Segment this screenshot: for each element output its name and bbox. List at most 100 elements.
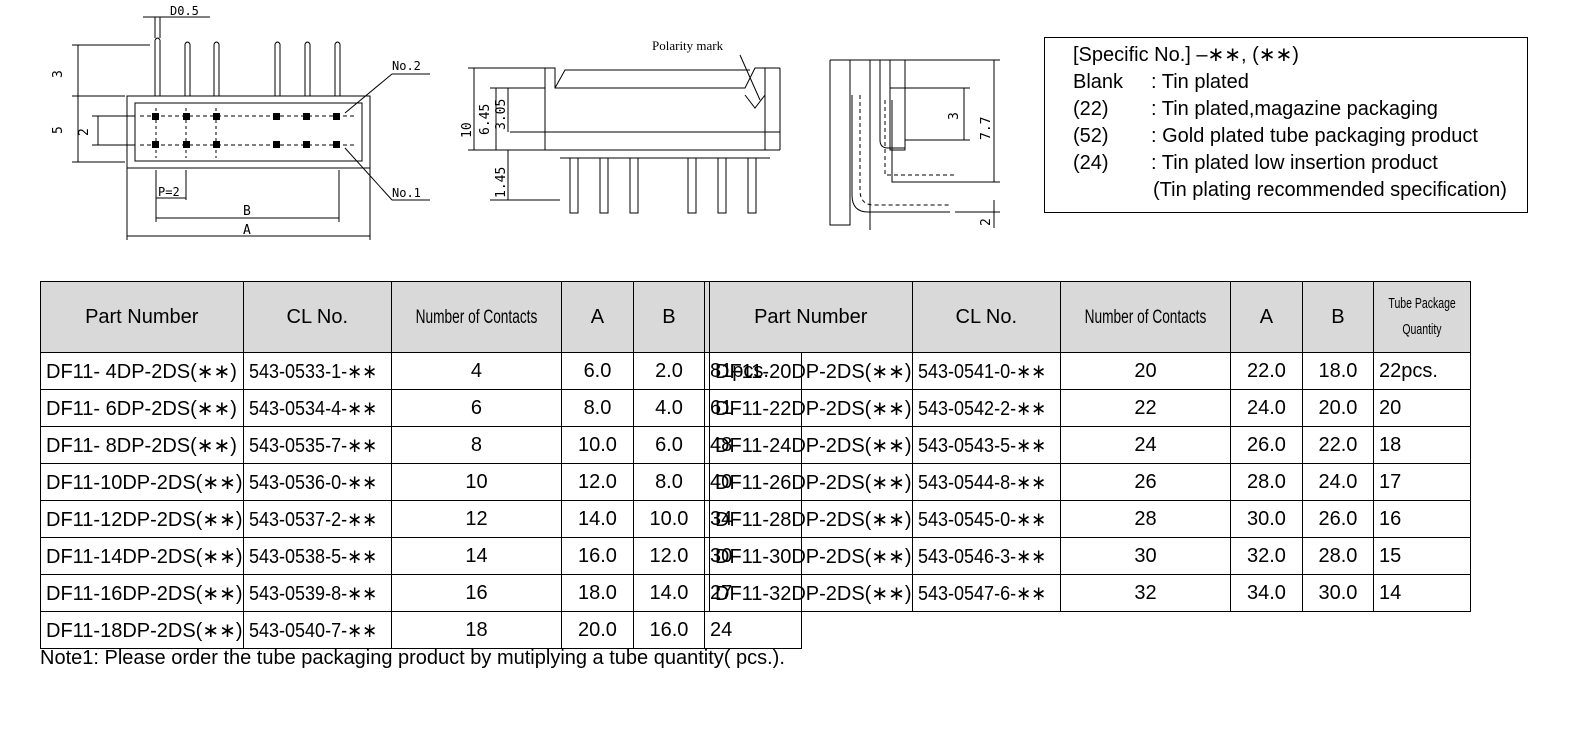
dim-645: 6.45 bbox=[478, 104, 493, 135]
front-view: D0.5 3 5 2 No.2 No.1 P=2 B A bbox=[51, 4, 430, 240]
table-cell: 18 bbox=[1372, 426, 1472, 464]
label-no1: No.1 bbox=[392, 186, 421, 200]
label-polarity: Polarity mark bbox=[652, 38, 724, 53]
table-cell: 543-0546-3-∗∗ bbox=[911, 537, 1062, 575]
col-cl-no: CL No. bbox=[242, 281, 393, 353]
table-cell: DF11-24DP-2DS(∗∗) bbox=[709, 426, 913, 464]
dim-3: 3 bbox=[947, 112, 962, 120]
table-cell: 8.0 bbox=[632, 463, 705, 501]
table-cell: DF11-32DP-2DS(∗∗) bbox=[709, 574, 913, 612]
table-cell: 543-0533-1-∗∗ bbox=[242, 352, 393, 390]
table-cell: 16 bbox=[391, 574, 562, 612]
parts-table-left: Part Number CL No. Number of Contacts A … bbox=[40, 281, 803, 649]
table-cell: 24.0 bbox=[1301, 463, 1374, 501]
spec-row: (52): Gold plated tube packaging product bbox=[1073, 125, 1478, 147]
table-header-row: Part Number CL No. Number of Contacts A … bbox=[709, 281, 1472, 353]
table-cell: DF11-22DP-2DS(∗∗) bbox=[709, 389, 913, 427]
table-cell: 15 bbox=[1372, 537, 1472, 575]
table-cell: 543-0541-0-∗∗ bbox=[911, 352, 1062, 390]
table-cell: DF11-18DP-2DS(∗∗) bbox=[40, 611, 244, 649]
table-cell: 20.0 bbox=[560, 611, 634, 649]
table-cell: 543-0547-6-∗∗ bbox=[911, 574, 1062, 612]
table-cell: DF11-14DP-2DS(∗∗) bbox=[40, 537, 244, 575]
spec-row: Blank: Tin plated bbox=[1073, 71, 1249, 93]
table-cell: 6 bbox=[391, 389, 562, 427]
table-cell: 18.0 bbox=[1301, 352, 1374, 390]
table-cell: 12.0 bbox=[560, 463, 634, 501]
table-cell: 543-0538-5-∗∗ bbox=[242, 537, 393, 575]
table-cell: 10 bbox=[391, 463, 562, 501]
right-view: 3 7.7 2 bbox=[829, 59, 1000, 230]
label-no2: No.2 bbox=[392, 59, 421, 73]
table-cell: 14.0 bbox=[560, 500, 634, 538]
table-cell: 4.0 bbox=[632, 389, 705, 427]
table-cell: DF11- 8DP-2DS(∗∗) bbox=[40, 426, 244, 464]
dim-pitch: P=2 bbox=[158, 185, 180, 199]
dim-10: 10 bbox=[460, 122, 475, 138]
table-cell: 12.0 bbox=[632, 537, 705, 575]
table-cell: 26.0 bbox=[1301, 500, 1374, 538]
table-cell: DF11-28DP-2DS(∗∗) bbox=[709, 500, 913, 538]
table-cell: 543-0535-7-∗∗ bbox=[242, 426, 393, 464]
side-view: Polarity mark 10 6.45 3.05 1.45 bbox=[460, 38, 781, 214]
cl-number: 543-0540-7-∗∗ bbox=[248, 619, 377, 642]
col-part-number: Part Number bbox=[40, 281, 244, 353]
table-cell: 14 bbox=[391, 537, 562, 575]
cl-number: 543-0534-4-∗∗ bbox=[248, 397, 377, 420]
table-cell: 28.0 bbox=[1229, 463, 1303, 501]
table-cell: 28 bbox=[1060, 500, 1231, 538]
table-cell: 24.0 bbox=[1229, 389, 1303, 427]
table-cell: DF11-12DP-2DS(∗∗) bbox=[40, 500, 244, 538]
table-cell: 8 bbox=[391, 426, 562, 464]
table-cell: DF11-16DP-2DS(∗∗) bbox=[40, 574, 244, 612]
table-cell: 16.0 bbox=[560, 537, 634, 575]
table-cell: 22 bbox=[1060, 389, 1231, 427]
cl-number: 543-0537-2-∗∗ bbox=[248, 508, 377, 531]
table-cell: 543-0544-8-∗∗ bbox=[911, 463, 1062, 501]
col-a: A bbox=[560, 281, 634, 353]
spec-header: [Specific No.] –∗∗, (∗∗) bbox=[1073, 44, 1299, 66]
table-cell: 22.0 bbox=[1229, 352, 1303, 390]
table-cell: 20 bbox=[1060, 352, 1231, 390]
table-cell: 14 bbox=[1372, 574, 1472, 612]
table-cell: 543-0540-7-∗∗ bbox=[242, 611, 393, 649]
dim-145: 1.45 bbox=[494, 167, 509, 198]
table-cell: 22.0 bbox=[1301, 426, 1374, 464]
table-cell: 543-0545-0-∗∗ bbox=[911, 500, 1062, 538]
cl-number: 543-0535-7-∗∗ bbox=[248, 434, 377, 457]
cl-number: 543-0546-3-∗∗ bbox=[917, 545, 1046, 568]
dim-77: 7.7 bbox=[979, 117, 994, 140]
table-cell: 34.0 bbox=[1229, 574, 1303, 612]
spec-footnote: (Tin plating recommended specification) bbox=[1153, 179, 1507, 201]
table-cell: 18 bbox=[391, 611, 562, 649]
table-cell: 24 bbox=[1060, 426, 1231, 464]
table-cell: 16 bbox=[1372, 500, 1472, 538]
table-cell: 32.0 bbox=[1229, 537, 1303, 575]
dim-A: A bbox=[243, 223, 251, 238]
table-cell: 2.0 bbox=[632, 352, 705, 390]
table-cell: 26 bbox=[1060, 463, 1231, 501]
table-cell: 8.0 bbox=[560, 389, 634, 427]
table-cell: 10.0 bbox=[632, 500, 705, 538]
table-header-row: Part Number CL No. Number of Contacts A … bbox=[40, 281, 803, 353]
table-cell: DF11-10DP-2DS(∗∗) bbox=[40, 463, 244, 501]
cl-number: 543-0533-1-∗∗ bbox=[248, 360, 377, 383]
spec-row: (24): Tin plated low insertion product bbox=[1073, 152, 1438, 174]
table-cell: 20.0 bbox=[1301, 389, 1374, 427]
col-cl-no: CL No. bbox=[911, 281, 1062, 353]
table-cell: 543-0536-0-∗∗ bbox=[242, 463, 393, 501]
dim-2: 2 bbox=[979, 218, 994, 226]
table-cell: DF11- 6DP-2DS(∗∗) bbox=[40, 389, 244, 427]
cl-number: 543-0547-6-∗∗ bbox=[917, 582, 1046, 605]
